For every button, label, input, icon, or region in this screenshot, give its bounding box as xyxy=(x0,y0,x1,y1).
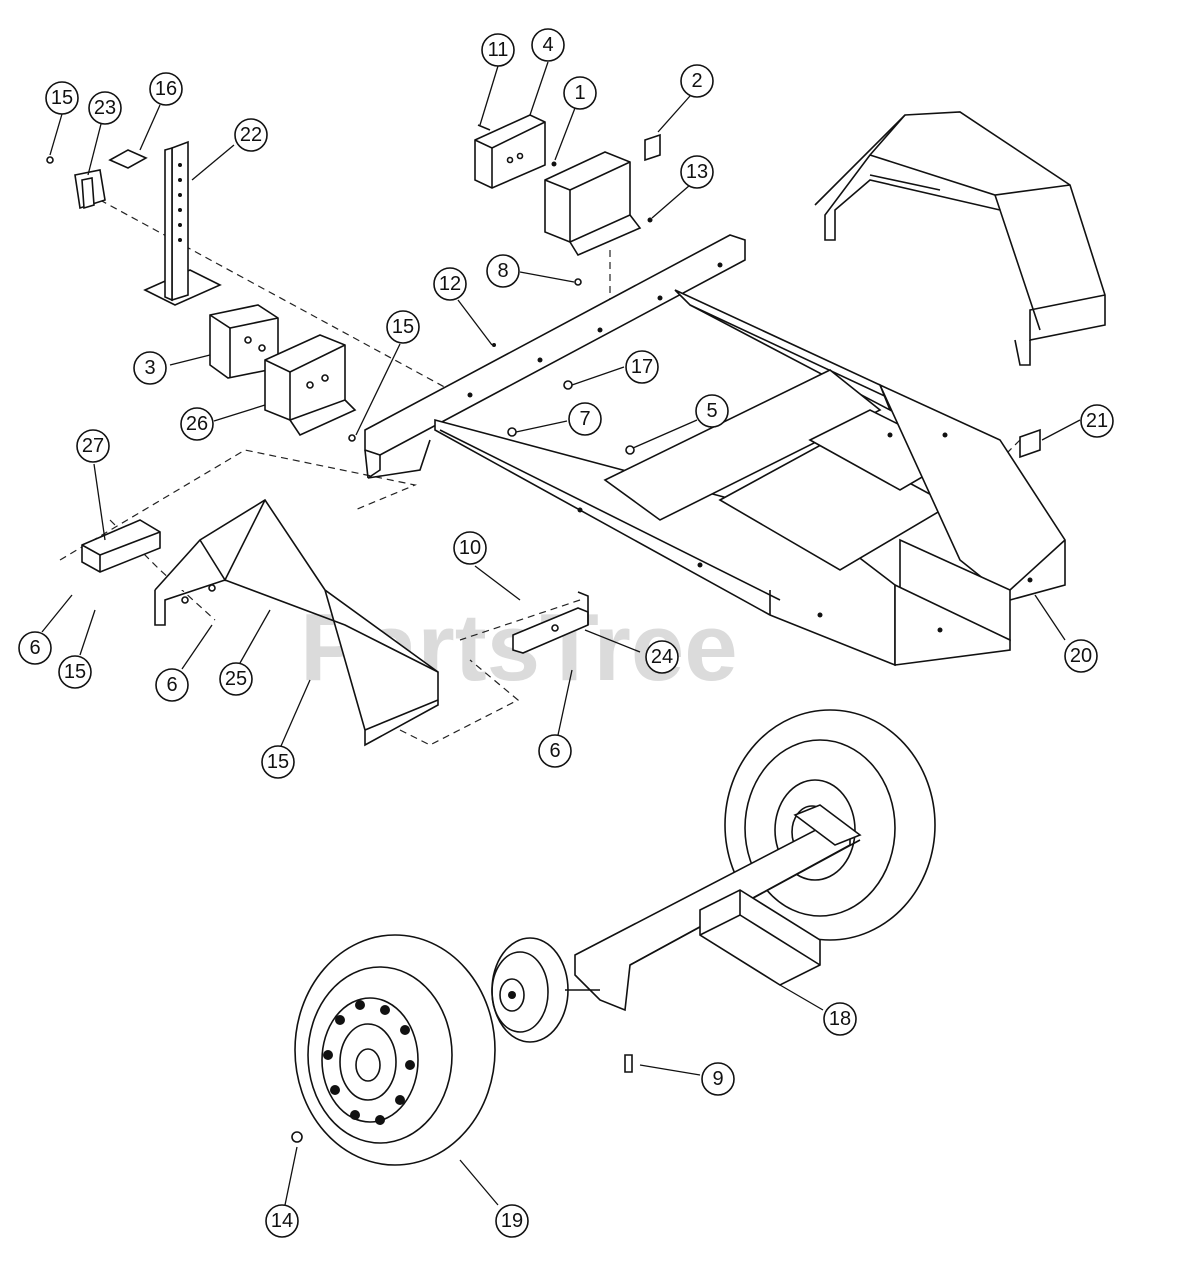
callout-3[interactable]: 3 xyxy=(133,351,167,385)
svg-text:8: 8 xyxy=(497,260,508,282)
jack-bracket xyxy=(46,149,148,210)
callout-15[interactable]: 15 xyxy=(261,745,295,779)
svg-text:15: 15 xyxy=(51,87,73,109)
decal-plate xyxy=(1019,428,1041,459)
svg-text:15: 15 xyxy=(64,661,86,683)
left-wheel xyxy=(291,934,496,1166)
callout-10[interactable]: 10 xyxy=(453,531,487,565)
svg-text:11: 11 xyxy=(488,39,509,61)
left-light-assembly xyxy=(209,304,357,437)
svg-text:20: 20 xyxy=(1070,645,1092,667)
cotter-pin xyxy=(624,1054,633,1073)
svg-text:21: 21 xyxy=(1086,410,1108,432)
svg-text:6: 6 xyxy=(166,674,177,696)
callout-13[interactable]: 13 xyxy=(680,155,714,189)
svg-text:7: 7 xyxy=(579,408,590,430)
svg-text:12: 12 xyxy=(439,273,461,295)
callout-25[interactable]: 25 xyxy=(219,662,253,696)
svg-text:23: 23 xyxy=(94,97,116,119)
svg-text:27: 27 xyxy=(82,435,104,457)
callout-22[interactable]: 22 xyxy=(234,118,268,152)
svg-text:15: 15 xyxy=(392,316,414,338)
svg-text:6: 6 xyxy=(29,637,40,659)
right-light-assembly xyxy=(474,114,661,286)
callout-11[interactable]: 11 xyxy=(481,33,515,67)
callout-15[interactable]: 15 xyxy=(45,81,79,115)
callout-2[interactable]: 2 xyxy=(680,64,714,98)
svg-text:22: 22 xyxy=(240,124,262,146)
callout-17[interactable]: 17 xyxy=(625,350,659,384)
callout-8[interactable]: 8 xyxy=(486,254,520,288)
trailer-frame xyxy=(348,234,1066,667)
callout-18[interactable]: 18 xyxy=(823,1002,857,1036)
svg-text:9: 9 xyxy=(712,1068,723,1090)
svg-text:14: 14 xyxy=(271,1210,293,1232)
callout-6[interactable]: 6 xyxy=(155,668,189,702)
callout-20[interactable]: 20 xyxy=(1064,639,1098,673)
callout-24[interactable]: 24 xyxy=(645,640,679,674)
svg-text:13: 13 xyxy=(686,161,708,183)
callout-16[interactable]: 16 xyxy=(149,72,183,106)
svg-text:1: 1 xyxy=(574,82,585,104)
svg-text:4: 4 xyxy=(542,34,553,56)
callout-4[interactable]: 4 xyxy=(531,28,565,62)
jack-stand xyxy=(143,140,222,306)
svg-text:5: 5 xyxy=(706,400,717,422)
callout-14[interactable]: 14 xyxy=(265,1204,299,1238)
callout-5[interactable]: 5 xyxy=(695,394,729,428)
svg-text:17: 17 xyxy=(631,356,653,378)
callout-21[interactable]: 21 xyxy=(1080,404,1114,438)
callouts: 11 4 1 2 13 8 15 23 16 22 12 15 3 26 17 … xyxy=(18,28,1114,1238)
callout-7[interactable]: 7 xyxy=(568,402,602,436)
svg-text:16: 16 xyxy=(155,78,177,100)
callout-26[interactable]: 26 xyxy=(180,407,214,441)
svg-text:6: 6 xyxy=(549,740,560,762)
callout-23[interactable]: 23 xyxy=(88,91,122,125)
svg-text:25: 25 xyxy=(225,668,247,690)
callout-19[interactable]: 19 xyxy=(495,1204,529,1238)
leader-lines xyxy=(41,61,1081,1206)
callout-6[interactable]: 6 xyxy=(18,631,52,665)
callout-15[interactable]: 15 xyxy=(58,655,92,689)
fender-bracket xyxy=(81,519,161,573)
mount-plate xyxy=(512,591,589,654)
wheel-hub xyxy=(491,937,600,1043)
svg-text:19: 19 xyxy=(501,1210,523,1232)
callout-1[interactable]: 1 xyxy=(563,76,597,110)
svg-text:3: 3 xyxy=(144,357,155,379)
callout-9[interactable]: 9 xyxy=(701,1062,735,1096)
callout-6[interactable]: 6 xyxy=(538,734,572,768)
svg-text:24: 24 xyxy=(651,646,673,668)
left-fender xyxy=(154,498,439,747)
callout-27[interactable]: 27 xyxy=(76,429,110,463)
callout-12[interactable]: 12 xyxy=(433,267,467,301)
callout-15[interactable]: 15 xyxy=(386,310,420,344)
svg-text:26: 26 xyxy=(186,413,208,435)
svg-text:15: 15 xyxy=(267,751,289,773)
right-fender xyxy=(814,111,1106,366)
svg-text:2: 2 xyxy=(691,70,702,92)
svg-text:10: 10 xyxy=(459,537,481,559)
axle-assembly xyxy=(574,709,936,1012)
svg-text:18: 18 xyxy=(829,1008,851,1030)
